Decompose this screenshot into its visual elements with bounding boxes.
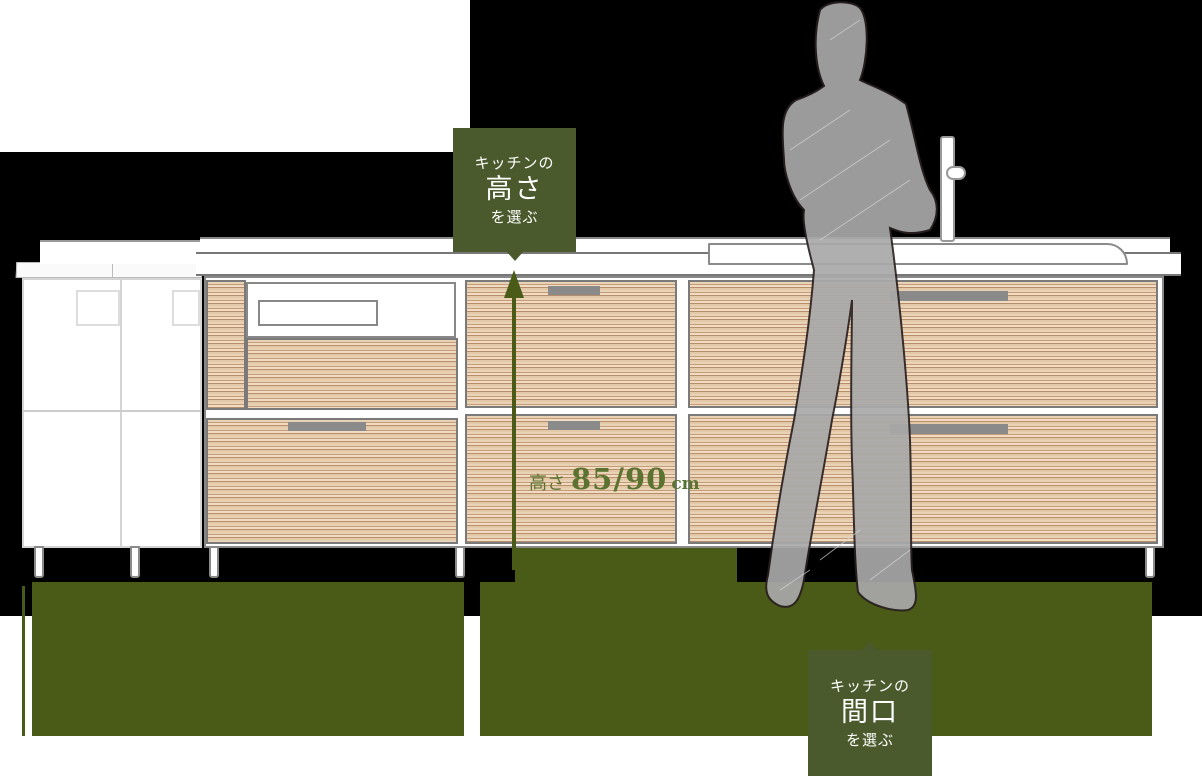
green-block-middle-top: [515, 548, 737, 588]
green-block-left: [32, 582, 464, 736]
height-measurement-unit: cm: [671, 474, 700, 494]
ghost-drawer-2: [172, 290, 200, 326]
ghost-drawer-1: [76, 290, 120, 326]
leg: [455, 546, 465, 578]
drawer-left-bottom: [206, 418, 458, 544]
drawer-handle: [548, 286, 600, 295]
label-line-2: 間口: [841, 697, 899, 728]
green-guide-line-left: [22, 586, 25, 736]
dishwasher-display: [258, 300, 378, 326]
cabinet-side-panel: [206, 280, 246, 410]
ghost-countertop-back: [40, 240, 200, 264]
drawer-middle-top: [465, 280, 677, 408]
drawer-handle: [890, 291, 1008, 301]
drawer-handle: [288, 422, 366, 431]
background-white-top: [0, 0, 470, 152]
height-measurement: 高さ 85/90 cm: [529, 462, 700, 496]
choose-width-label[interactable]: キッチンの 間口 を選ぶ: [808, 641, 932, 776]
arrow-up-icon: [504, 270, 524, 570]
faucet-icon: [940, 136, 966, 242]
label-line-2: 高さ: [485, 174, 544, 205]
drawer-right-top: [688, 280, 1158, 408]
ghost-cabinet-2: [120, 278, 202, 548]
drawer-handle: [548, 421, 600, 430]
leg: [209, 546, 219, 578]
drawer-middle-bottom: [465, 414, 677, 544]
person-silhouette-icon: [760, 0, 970, 620]
ghost-cabinet-divider-1: [22, 410, 202, 412]
label-line-1: キッチンの: [474, 154, 555, 172]
height-measurement-value: 85/90: [571, 462, 668, 496]
ghost-countertop-1: [15, 262, 127, 278]
label-line-3: を選ぶ: [845, 731, 894, 749]
label-line-3: を選ぶ: [490, 208, 539, 226]
ghost-leg-2: [130, 546, 140, 578]
pointer-down-icon: [506, 252, 523, 261]
choose-height-label[interactable]: キッチンの 高さ を選ぶ: [453, 128, 576, 261]
dishwasher-front: [246, 338, 458, 410]
ghost-leg-1: [34, 546, 44, 578]
ghost-cabinet-1: [22, 278, 122, 548]
pointer-up-icon: [862, 641, 878, 650]
drawer-right-bottom: [688, 414, 1158, 544]
drawer-handle: [890, 424, 1008, 434]
width-guide-line: [464, 626, 480, 629]
label-line-1: キッチンの: [829, 677, 910, 695]
height-measurement-prefix: 高さ: [529, 473, 565, 494]
leg: [1145, 546, 1155, 578]
ghost-countertop-2: [112, 262, 202, 278]
